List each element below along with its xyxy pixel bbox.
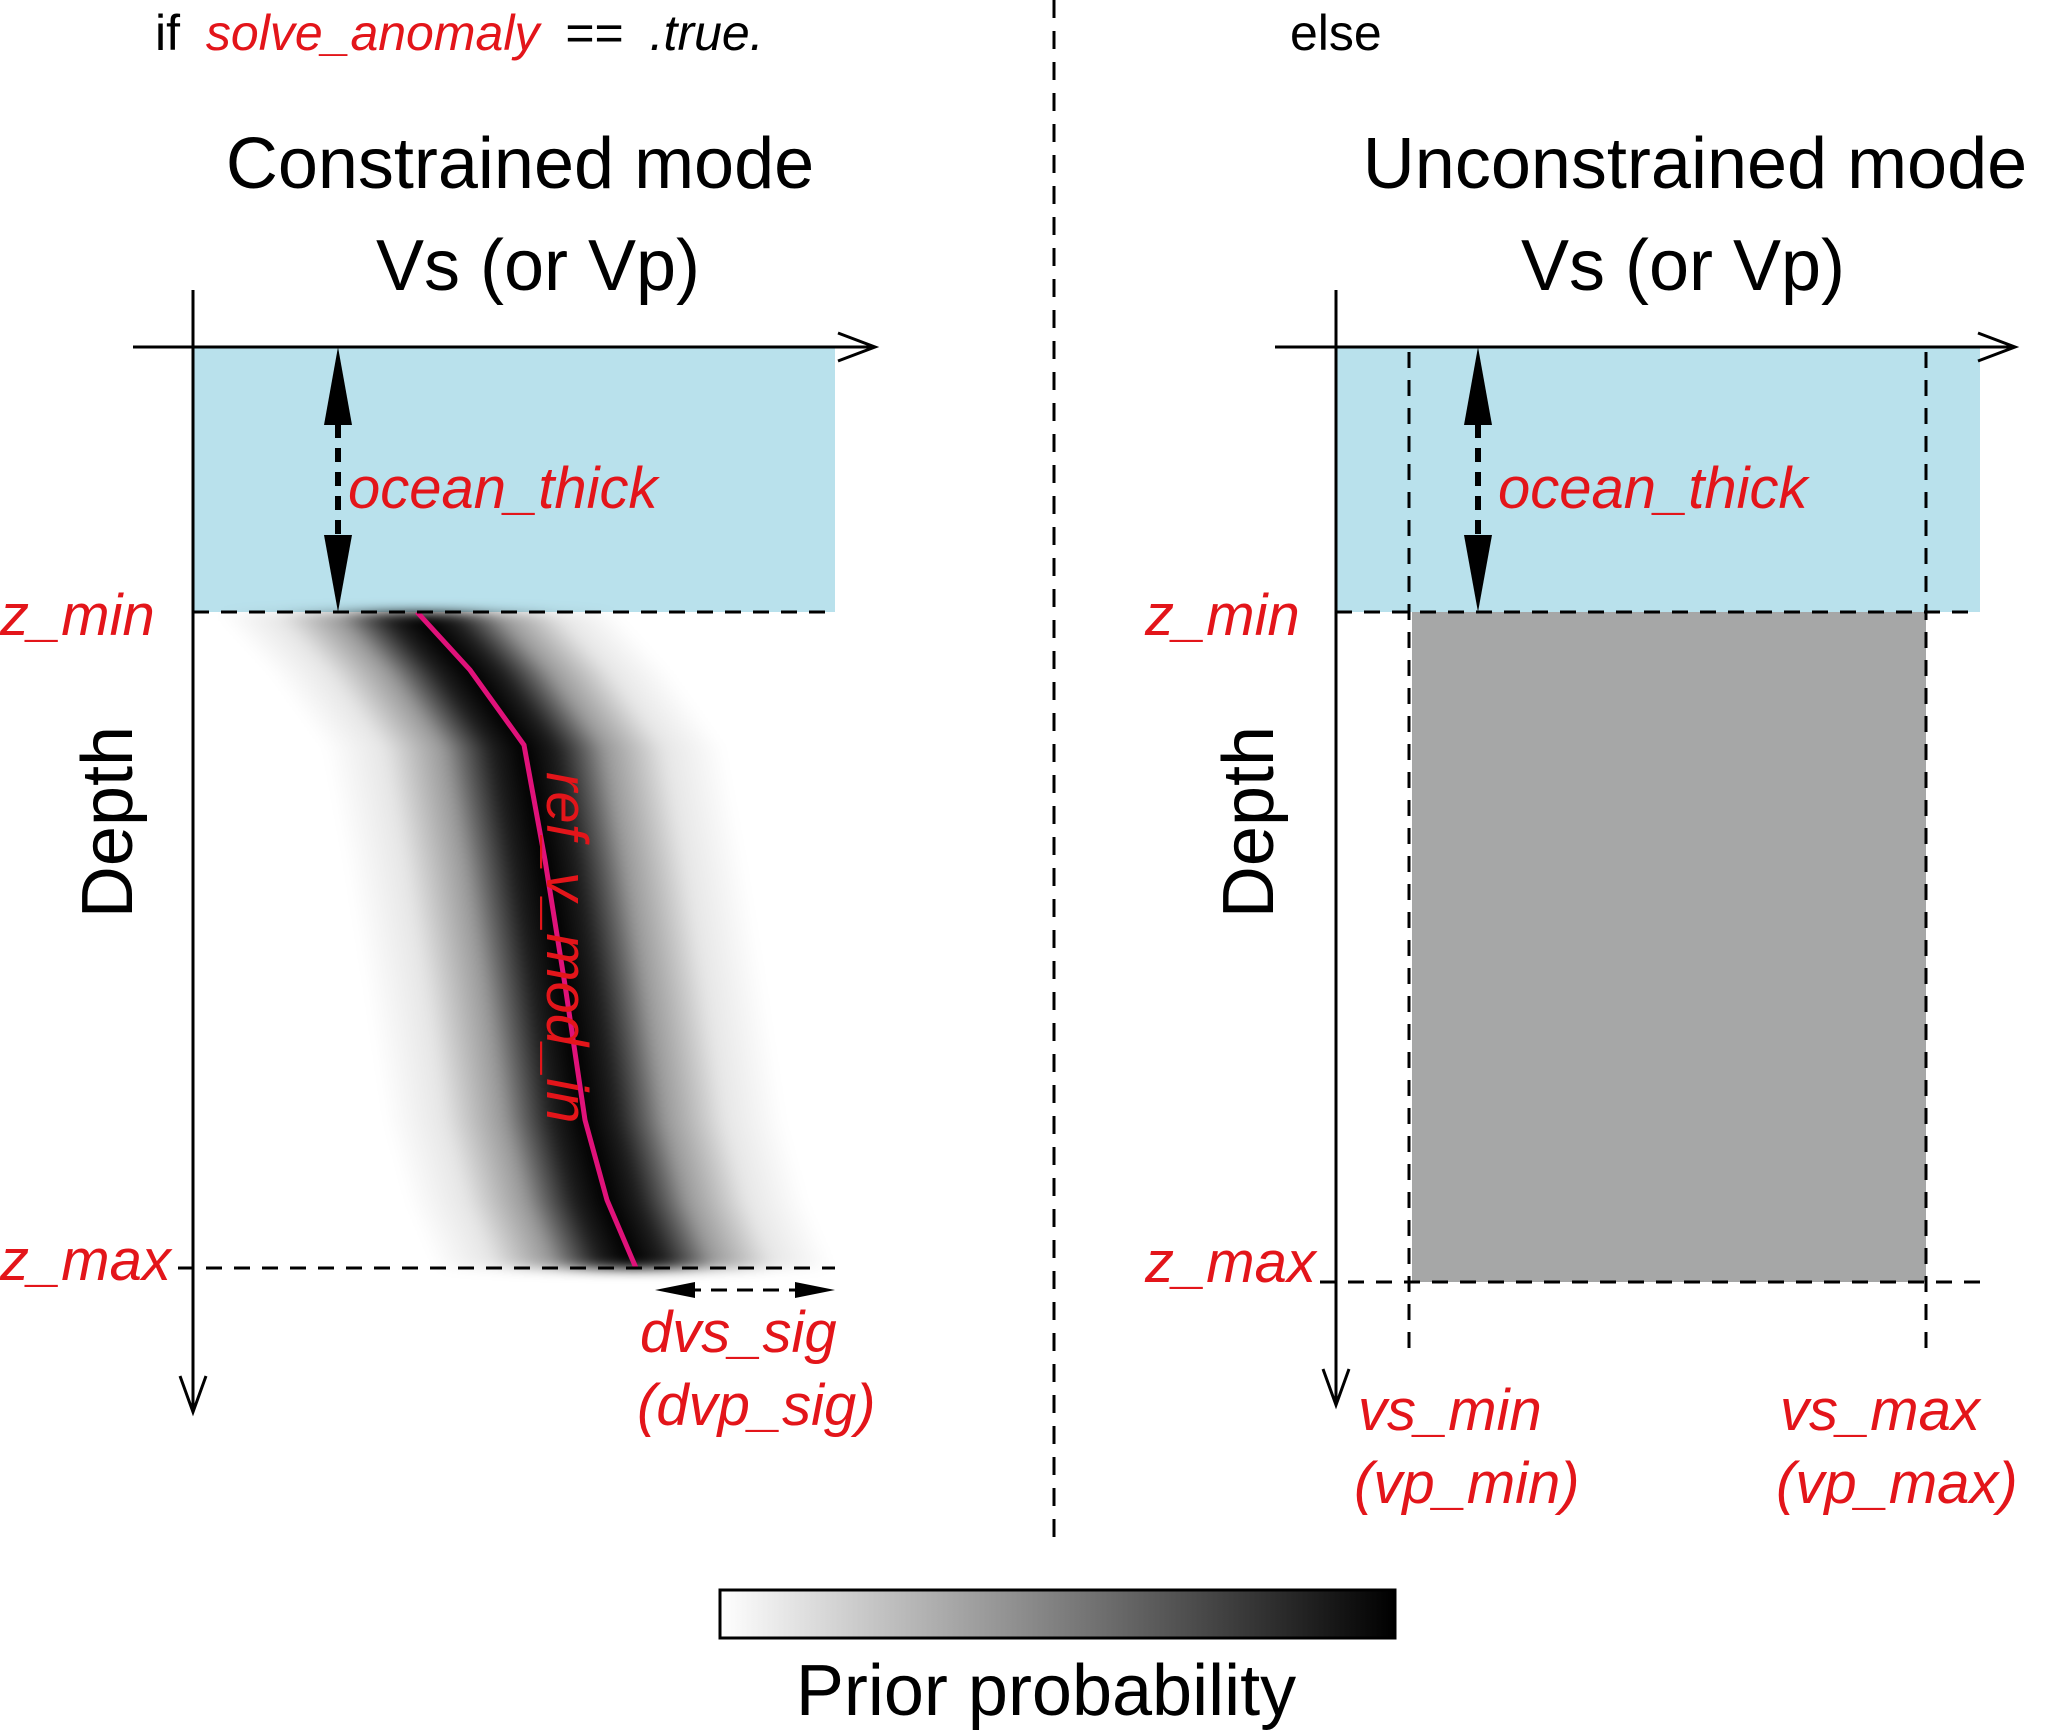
z-max-label-right: z_max (1144, 1230, 1318, 1295)
if-keyword: if (155, 5, 180, 61)
left-y-axis-arrowhead (178, 1375, 208, 1417)
right-x-axis-label: Vs (or Vp) (1521, 226, 1845, 306)
z-min-label-right: z_min (1144, 583, 1300, 648)
uniform-prior-box (1412, 612, 1926, 1282)
true-value: .true. (650, 5, 764, 61)
ocean-thickness-arrow-right (1464, 347, 1492, 612)
ocean-thickness-arrow (324, 347, 352, 612)
right-x-axis-arrowhead (1977, 331, 2020, 363)
dvp-sig-label: (dvp_sig) (637, 1373, 876, 1438)
z-min-label: z_min (0, 583, 155, 648)
probability-band (217, 612, 835, 1269)
left-ocean-thick-label: ocean_thick (348, 456, 661, 521)
vs-max-label: vs_max (1780, 1378, 1982, 1443)
dvs-sig-label: dvs_sig (640, 1300, 837, 1365)
ocean-layer-right (1336, 347, 1980, 612)
else-keyword: else (1290, 5, 1382, 61)
vs-min-label: vs_min (1358, 1378, 1542, 1443)
colorbar-label: Prior probability (796, 1651, 1296, 1731)
unconstrained-panel: Unconstrained mode Vs (or Vp) z_min z_ma… (1144, 124, 2027, 1516)
sigma-arrow (655, 1282, 835, 1298)
header-left: if solve_anomaly == .true. (155, 5, 764, 61)
vp-max-label: (vp_max) (1776, 1451, 2018, 1516)
ref-curve-label: ref_v_mod_in (534, 772, 599, 1123)
right-ocean-thick-label: ocean_thick (1498, 456, 1811, 521)
ocean-layer (193, 347, 835, 612)
constrained-panel: Constrained mode Vs (or Vp) ref_v_mod_in… (0, 124, 880, 1438)
left-x-axis-arrowhead (837, 331, 880, 363)
z-max-label: z_max (0, 1228, 173, 1293)
right-depth-label: Depth (1209, 726, 1289, 918)
ref-velocity-curve (415, 610, 639, 1269)
vp-min-label: (vp_min) (1354, 1451, 1580, 1516)
constrained-mode-title: Constrained mode (226, 124, 814, 204)
equality-operator: == (565, 5, 623, 61)
solve-anomaly-variable: solve_anomaly (206, 5, 543, 61)
left-x-axis-label: Vs (or Vp) (376, 226, 700, 306)
right-y-axis-arrowhead (1321, 1368, 1351, 1410)
prior-probability-colorbar (718, 1588, 1397, 1640)
unconstrained-mode-title: Unconstrained mode (1363, 124, 2027, 204)
left-depth-label: Depth (68, 726, 148, 918)
